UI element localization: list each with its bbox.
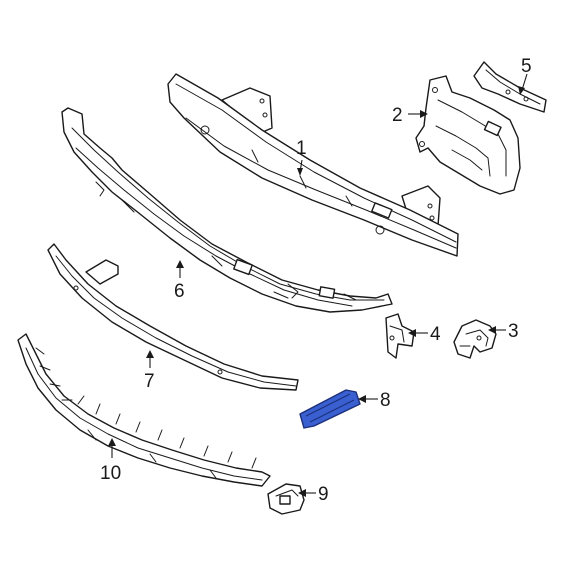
leader-lines (108, 73, 528, 497)
callout-10: 10 (100, 463, 121, 484)
part-2-bracket[interactable] (415, 75, 521, 195)
callout-2: 2 (392, 105, 403, 126)
part-1-reinforcement-beam[interactable] (167, 73, 459, 257)
part-9-clip[interactable] (267, 483, 305, 515)
callout-1: 1 (296, 138, 307, 159)
callout-3: 3 (508, 321, 519, 342)
part-7-trim-strip[interactable] (47, 243, 299, 391)
part-6-energy-absorber[interactable] (61, 107, 393, 313)
callout-6: 6 (174, 281, 185, 302)
part-5-bracket[interactable] (473, 61, 547, 113)
callout-9: 9 (318, 484, 329, 505)
callout-4: 4 (430, 324, 441, 345)
callout-7: 7 (144, 371, 155, 392)
part-3-bracket[interactable] (453, 319, 497, 359)
part-10-retainer[interactable] (17, 333, 271, 487)
callout-labels: 1 2 3 4 5 6 7 8 9 10 (100, 56, 532, 505)
callout-8: 8 (380, 390, 391, 411)
part-4-bracket[interactable] (385, 313, 415, 359)
callout-5: 5 (521, 56, 532, 77)
part-8-highlighted-bracket[interactable] (299, 389, 361, 429)
